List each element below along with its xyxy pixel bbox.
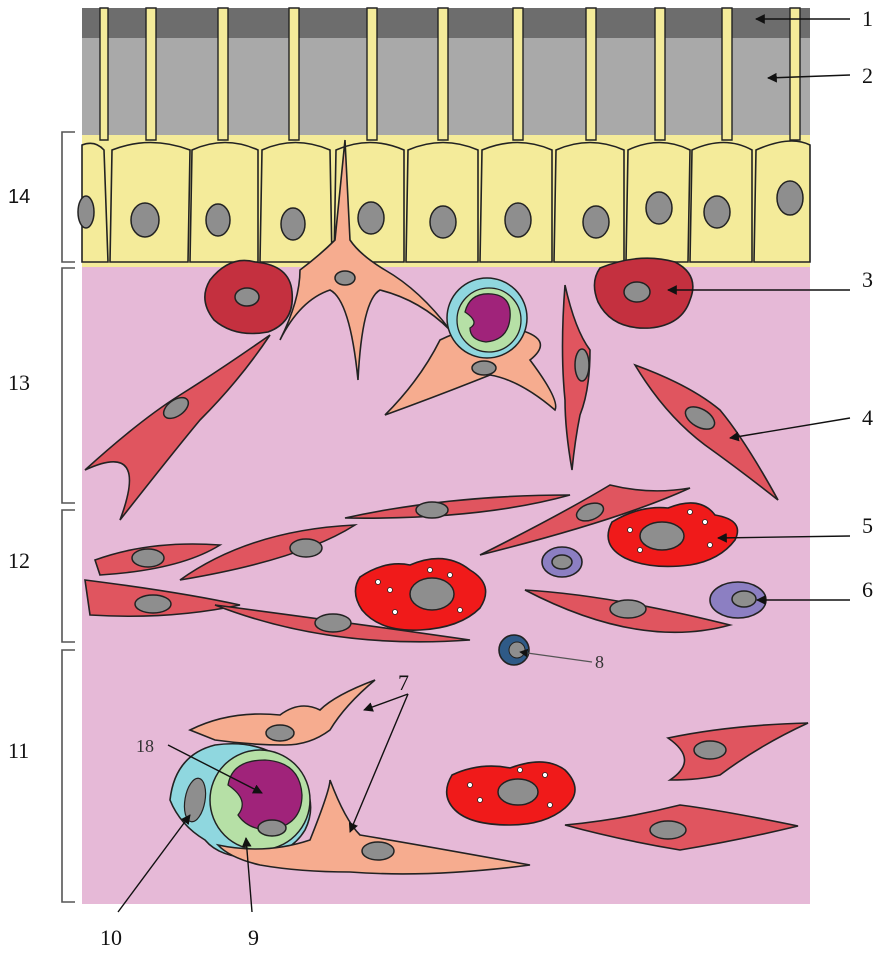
label-3: 3	[862, 267, 873, 292]
label-5: 5	[862, 513, 873, 538]
macrophage-left	[205, 260, 292, 333]
lymphocyte	[499, 635, 529, 665]
label-1: 1	[862, 6, 873, 31]
bracket-11	[62, 650, 75, 902]
bracket-13	[62, 268, 75, 503]
bracket-12	[62, 510, 75, 642]
label-8: 8	[595, 652, 604, 672]
label-7: 7	[398, 670, 409, 695]
label-13: 13	[8, 370, 30, 395]
label-12: 12	[8, 548, 30, 573]
label-9: 9	[248, 925, 259, 950]
macrophage-right	[594, 258, 692, 328]
label-11: 11	[8, 738, 29, 763]
label-14: 14	[8, 186, 30, 208]
label-2: 2	[862, 63, 873, 88]
label-18: 18	[136, 736, 154, 756]
label-4: 4	[862, 405, 873, 430]
label-10: 10	[100, 925, 122, 950]
label-6: 6	[862, 577, 873, 602]
bracket-14	[62, 132, 75, 262]
plasma-cell-a	[542, 547, 582, 577]
